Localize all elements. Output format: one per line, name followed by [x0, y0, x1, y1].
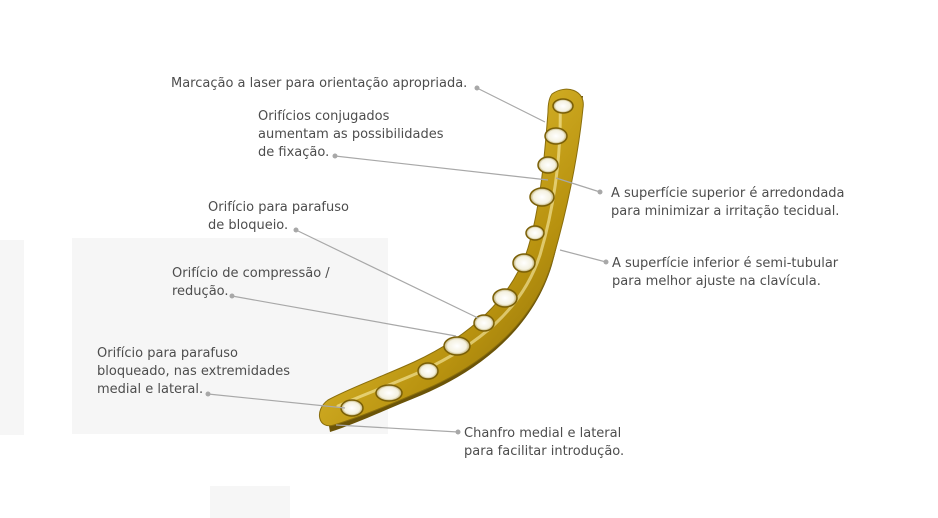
- leader-compression-hole: [231, 295, 457, 337]
- leader-dot: [597, 189, 603, 195]
- leader-dot: [332, 153, 338, 159]
- plate-hole: [375, 384, 403, 402]
- leader-dot: [455, 429, 461, 435]
- plate-hole: [492, 288, 518, 308]
- label-line: A superfície inferior é semi-tubular: [612, 256, 839, 271]
- leader-dot: [293, 227, 299, 233]
- label-line: de fixação.: [258, 145, 330, 160]
- label-combi-holes: Orifícios conjugados aumentam as possibi…: [258, 108, 444, 162]
- background-panel-left: [0, 240, 24, 435]
- label-chamfer: Chanfro medial e lateral para facilitar …: [464, 425, 624, 461]
- label-line: Orifícios conjugados: [258, 109, 390, 124]
- plate-hole: [544, 127, 568, 145]
- leader-dots: [205, 85, 609, 435]
- label-line: bloqueado, nas extremidades: [97, 364, 290, 379]
- leader-laser-marking: [476, 87, 546, 123]
- plate-hole: [512, 253, 536, 273]
- label-line: para melhor ajuste na clavícula.: [612, 274, 821, 289]
- plate-hole: [443, 336, 471, 356]
- leader-dot: [205, 391, 211, 397]
- leader-chamfer: [335, 424, 459, 433]
- label-line: Orifício para parafuso: [208, 200, 349, 215]
- leader-upper-surface: [555, 177, 601, 193]
- label-line: Marcação a laser para orientação apropri…: [171, 76, 468, 91]
- leader-locking-screw-hole: [295, 229, 479, 319]
- plate-hole: [473, 314, 495, 332]
- label-line: para minimizar a irritação tecidual.: [611, 204, 840, 219]
- label-line: A superfície superior é arredondada: [611, 186, 845, 201]
- plate-hole: [417, 362, 439, 380]
- label-line: Orifício de compressão /: [172, 266, 330, 281]
- label-line: redução.: [172, 284, 229, 299]
- label-line: para facilitar introdução.: [464, 444, 625, 459]
- plate-holes: [340, 98, 574, 417]
- label-line: aumentam as possibilidades: [258, 127, 444, 142]
- leader-dot: [603, 259, 609, 265]
- plate-hole: [525, 225, 545, 241]
- plate-hole: [552, 98, 574, 114]
- label-laser-marking: Marcação a laser para orientação apropri…: [171, 75, 467, 93]
- leader-locked-end-hole: [207, 393, 346, 409]
- leader-combi-holes: [334, 155, 549, 181]
- plate-hole: [537, 156, 559, 174]
- label-compression-hole: Orifício de compressão / redução.: [172, 265, 330, 301]
- leader-lower-surface: [559, 249, 607, 263]
- label-line: medial e lateral.: [97, 382, 204, 397]
- label-upper-surface: A superfície superior é arredondada para…: [611, 185, 845, 221]
- leader-dot: [474, 85, 480, 91]
- leader-lines: [207, 87, 607, 433]
- label-lower-surface: A superfície inferior é semi-tubular par…: [612, 255, 838, 291]
- label-line: de bloqueio.: [208, 218, 289, 233]
- label-line: Orifício para parafuso: [97, 346, 238, 361]
- label-locked-end-hole: Orifício para parafuso bloqueado, nas ex…: [97, 345, 290, 399]
- plate-hole: [529, 187, 555, 207]
- label-locking-screw-hole: Orifício para parafuso de bloqueio.: [208, 199, 349, 235]
- label-line: Chanfro medial e lateral: [464, 426, 622, 441]
- background-panel-bottom: [210, 486, 290, 518]
- leader-dot: [229, 293, 235, 299]
